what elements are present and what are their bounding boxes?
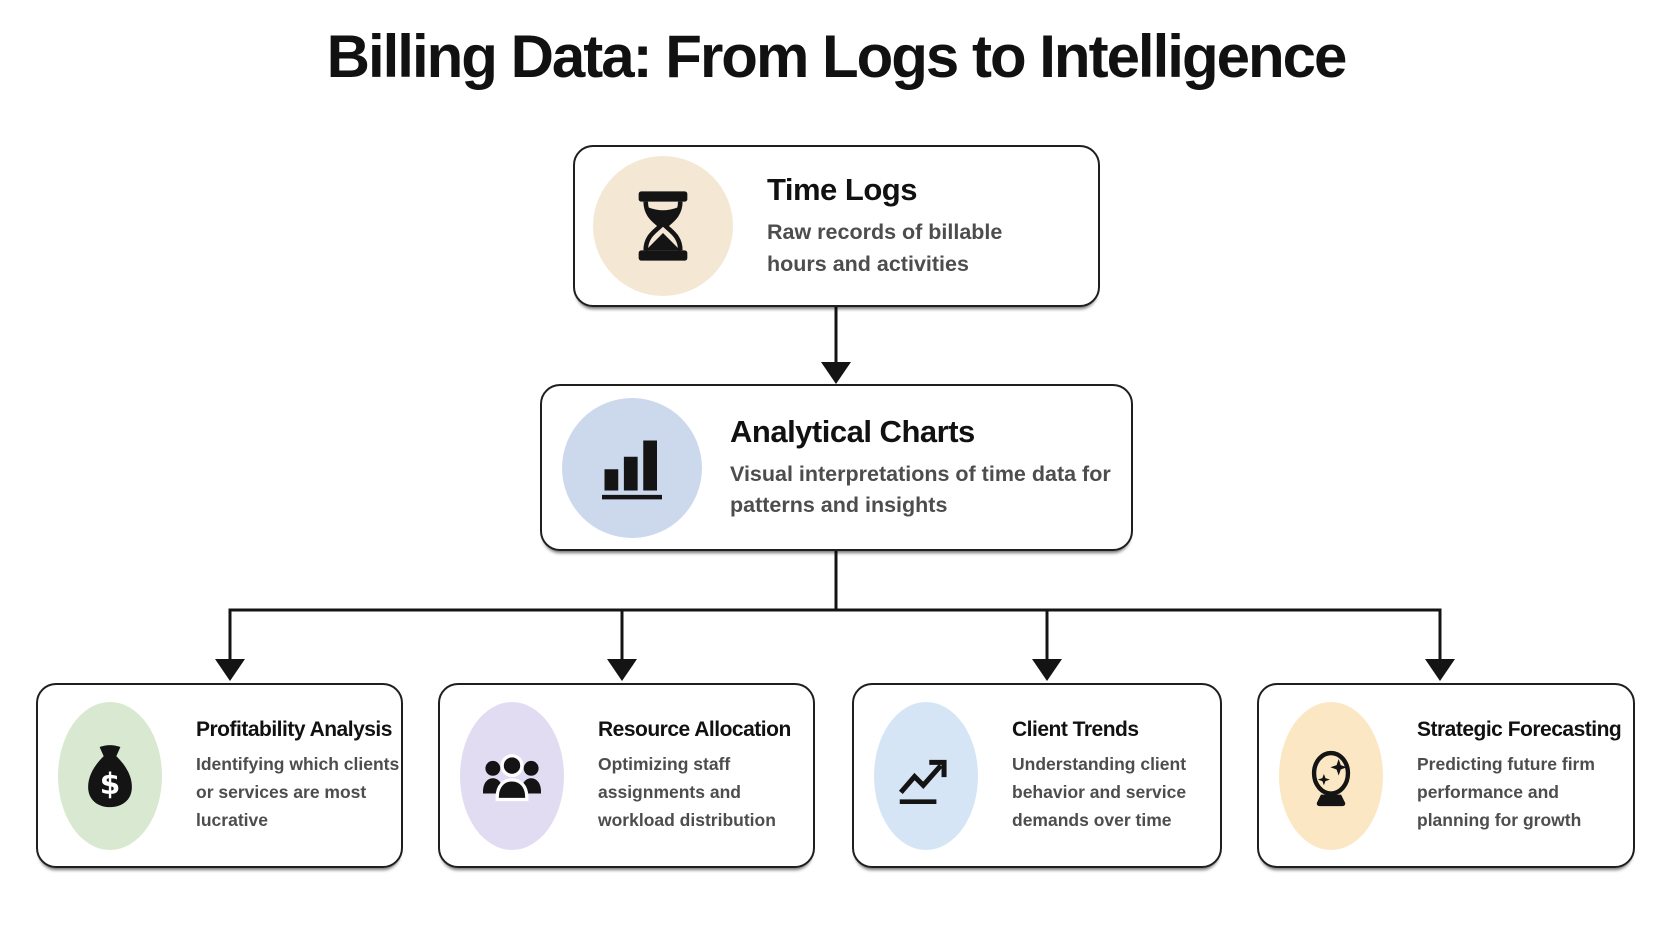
node-description: Visual interpretations of time data for …: [730, 461, 1111, 517]
node-title: Time Logs: [767, 172, 917, 208]
time-logs-icon-circle: [593, 156, 733, 296]
node-title: Analytical Charts: [730, 413, 975, 449]
connector-arrowhead: [607, 659, 637, 681]
node-resource-allocation: Resource Allocation Optimizing staff ass…: [438, 683, 815, 868]
resource-icon-circle: [460, 701, 564, 850]
node-title: Profitability Analysis: [196, 717, 392, 741]
node-analytical-charts: Analytical Charts Visual interpretations…: [540, 384, 1133, 551]
connector-arrowhead: [1425, 659, 1455, 681]
trend-up-icon: [898, 759, 947, 804]
forecasting-icon-circle: [1279, 701, 1383, 850]
client-trends-icon-circle: [874, 701, 978, 850]
profitability-icon-circle: $: [58, 701, 162, 850]
node-title: Resource Allocation: [598, 717, 791, 741]
node-strategic-forecasting: Strategic Forecasting Predicting future …: [1257, 683, 1635, 868]
bar-chart-icon: [602, 440, 662, 499]
analytical-charts-icon-circle: [562, 397, 702, 538]
node-title: Strategic Forecasting: [1417, 717, 1622, 741]
svg-text:$: $: [100, 767, 121, 801]
people-group-icon: [483, 753, 541, 801]
node-description: Understanding client behavior and servic…: [1012, 753, 1187, 830]
node-description: Predicting future firm performance and p…: [1417, 753, 1595, 830]
page-title: Billing Data: From Logs to Intelligence: [326, 23, 1348, 90]
node-time-logs: Time Logs Raw records of billable hours …: [573, 145, 1100, 307]
node-profitability-analysis: $ Profitability Analysis Identifying whi…: [36, 683, 403, 868]
money-bag-icon: $: [88, 744, 132, 807]
node-description: Raw records of billable hours and activi…: [767, 220, 1003, 276]
connector-arrowhead: [1032, 659, 1062, 681]
node-title: Client Trends: [1012, 717, 1139, 741]
node-client-trends: Client Trends Understanding client behav…: [852, 683, 1222, 868]
connector-arrowhead: [821, 362, 851, 384]
crystal-ball-icon: [1311, 750, 1351, 806]
hourglass-icon: [638, 191, 688, 261]
node-description: Identifying which clients or services ar…: [196, 753, 400, 830]
node-description: Optimizing staff assignments and workloa…: [598, 753, 776, 830]
connector-arrowhead: [215, 659, 245, 681]
